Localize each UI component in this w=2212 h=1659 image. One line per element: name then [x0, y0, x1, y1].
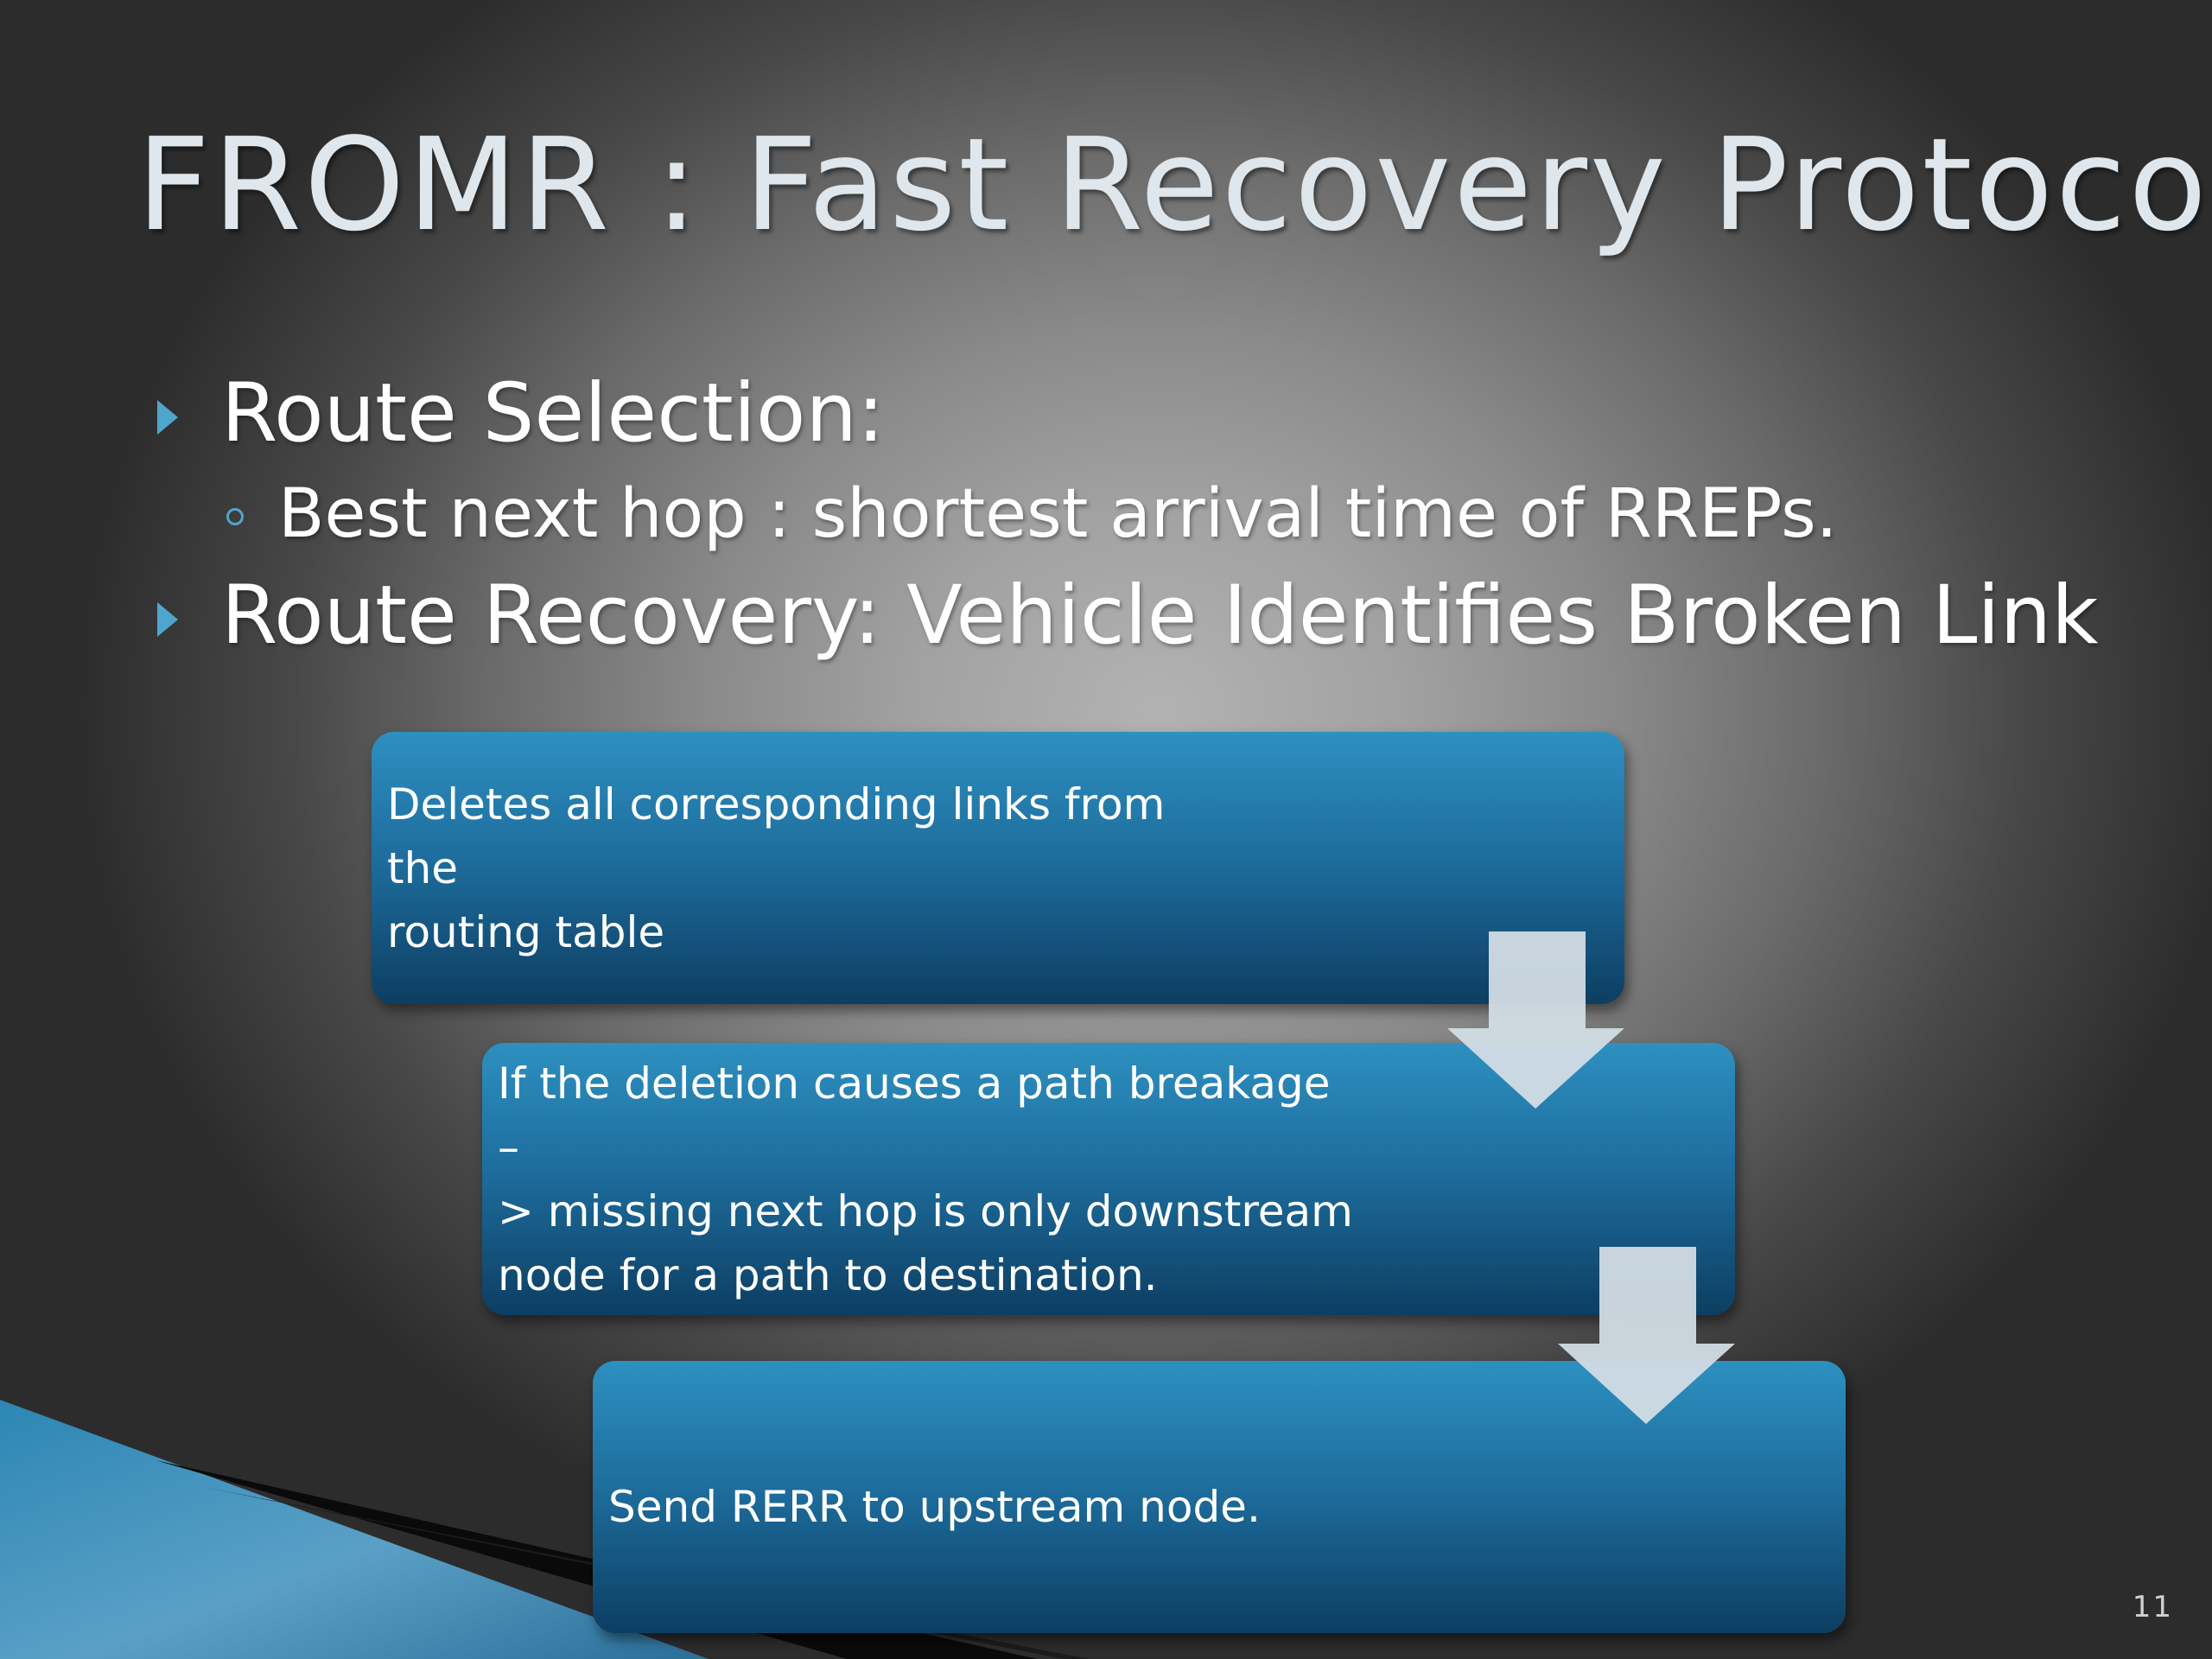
down-arrow-icon — [1447, 931, 1624, 1109]
step-line: node for a path to destination. — [498, 1249, 1158, 1300]
bullet-text: Route Selection: — [221, 366, 885, 461]
process-step-text: Deletes all corresponding links from the… — [387, 772, 1244, 964]
sub-bullet-best-next-hop: Best next hop : shortest arrival time of… — [226, 480, 1838, 548]
bullet-route-recovery: Route Recovery: Vehicle Identifies Broke… — [157, 575, 2098, 657]
process-step-text: If the deletion causes a path breakage –… — [498, 1052, 1355, 1307]
sub-bullet-text: Best next hop : shortest arrival time of… — [278, 475, 1838, 553]
step-line: routing table — [387, 906, 665, 957]
bullet-text: Route Recovery: Vehicle Identifies Broke… — [221, 569, 2099, 663]
process-step-1: Deletes all corresponding links from the… — [372, 732, 1624, 1004]
bullet-route-selection: Route Selection: — [157, 373, 885, 454]
step-line: Send RERR to upstream node. — [608, 1481, 1261, 1532]
triangle-bullet-icon — [157, 602, 178, 637]
step-line: If the deletion causes a path breakage – — [498, 1058, 1331, 1173]
slide-number: 11 — [2132, 1590, 2173, 1624]
triangle-bullet-icon — [157, 400, 178, 435]
slide-title: FROMR : Fast Recovery Protocol — [137, 111, 2212, 259]
down-arrow-icon — [1558, 1247, 1735, 1424]
step-line: Deletes all corresponding links from the — [387, 779, 1166, 893]
process-step-text: Send RERR to upstream node. — [608, 1475, 1261, 1539]
step-line: > missing next hop is only downstream — [498, 1185, 1353, 1236]
ring-bullet-icon — [226, 508, 244, 525]
